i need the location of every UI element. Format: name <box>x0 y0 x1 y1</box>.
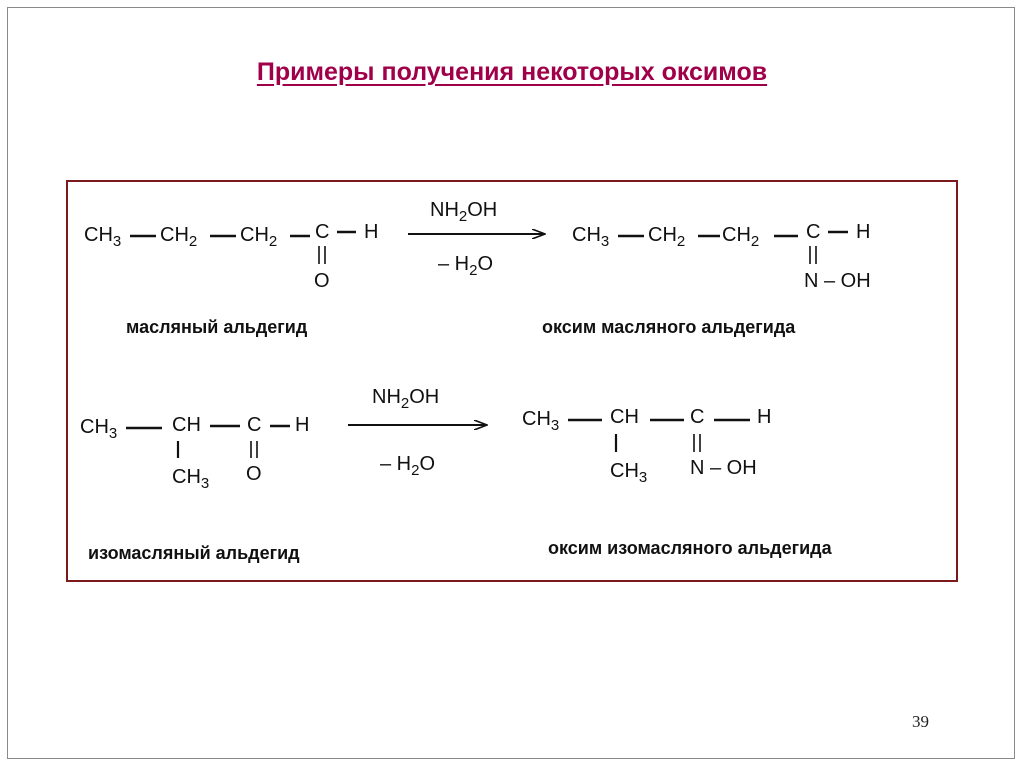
reagent-label: NH2OH <box>430 199 497 225</box>
hydrogen-atom: H <box>364 221 378 243</box>
ch2-group: CH2 <box>240 224 277 250</box>
ch2-group: CH2 <box>160 224 197 250</box>
hydrogen-atom: H <box>757 406 771 428</box>
ch-group: CH <box>172 414 201 436</box>
imine-carbon: C <box>690 406 704 428</box>
reaction-arrow-1: NH2OH – H2O <box>408 199 544 279</box>
page-title: Примеры получения некоторых оксимов <box>256 58 768 86</box>
reactant-name-2: изомасляный альдегид <box>88 543 300 563</box>
ch-group: CH <box>610 406 639 428</box>
ch3-group: CH3 <box>572 224 609 250</box>
carbonyl-carbon: C <box>315 221 329 243</box>
ch3-group: CH3 <box>522 408 559 434</box>
n-oh-group: N – OH <box>690 457 757 479</box>
reactant-butanal: CH3 CH2 CH2 C H O <box>84 221 378 292</box>
product-name-2: оксим изомасляного альдегида <box>548 538 833 558</box>
hydrogen-atom: H <box>856 221 870 243</box>
product-butanal-oxime: CH3 CH2 CH2 C H N – OH <box>572 221 871 292</box>
oxygen-atom: O <box>246 463 262 485</box>
reactant-isobutanal: CH3 CH C H CH3 O <box>80 414 309 492</box>
imine-carbon: C <box>806 221 820 243</box>
oxygen-atom: O <box>314 270 330 292</box>
reactant-name-1: масляный альдегид <box>126 317 308 337</box>
product-isobutanal-oxime: CH3 CH C H CH3 N – OH <box>522 406 771 486</box>
byproduct-label: – H2O <box>438 253 493 279</box>
reagent-label: NH2OH <box>372 386 439 412</box>
product-name-1: оксим масляного альдегида <box>542 317 796 337</box>
ch2-group: CH2 <box>722 224 759 250</box>
ch3-branch: CH3 <box>172 466 209 492</box>
page-number: 39 <box>912 712 929 731</box>
ch3-branch: CH3 <box>610 460 647 486</box>
ch3-group: CH3 <box>84 224 121 250</box>
n-oh-group: N – OH <box>804 270 871 292</box>
ch2-group: CH2 <box>648 224 685 250</box>
reaction-arrow-2: NH2OH – H2O <box>348 386 486 479</box>
byproduct-label: – H2O <box>380 453 435 479</box>
hydrogen-atom: H <box>295 414 309 436</box>
carbonyl-carbon: C <box>247 414 261 436</box>
ch3-group: CH3 <box>80 416 117 442</box>
